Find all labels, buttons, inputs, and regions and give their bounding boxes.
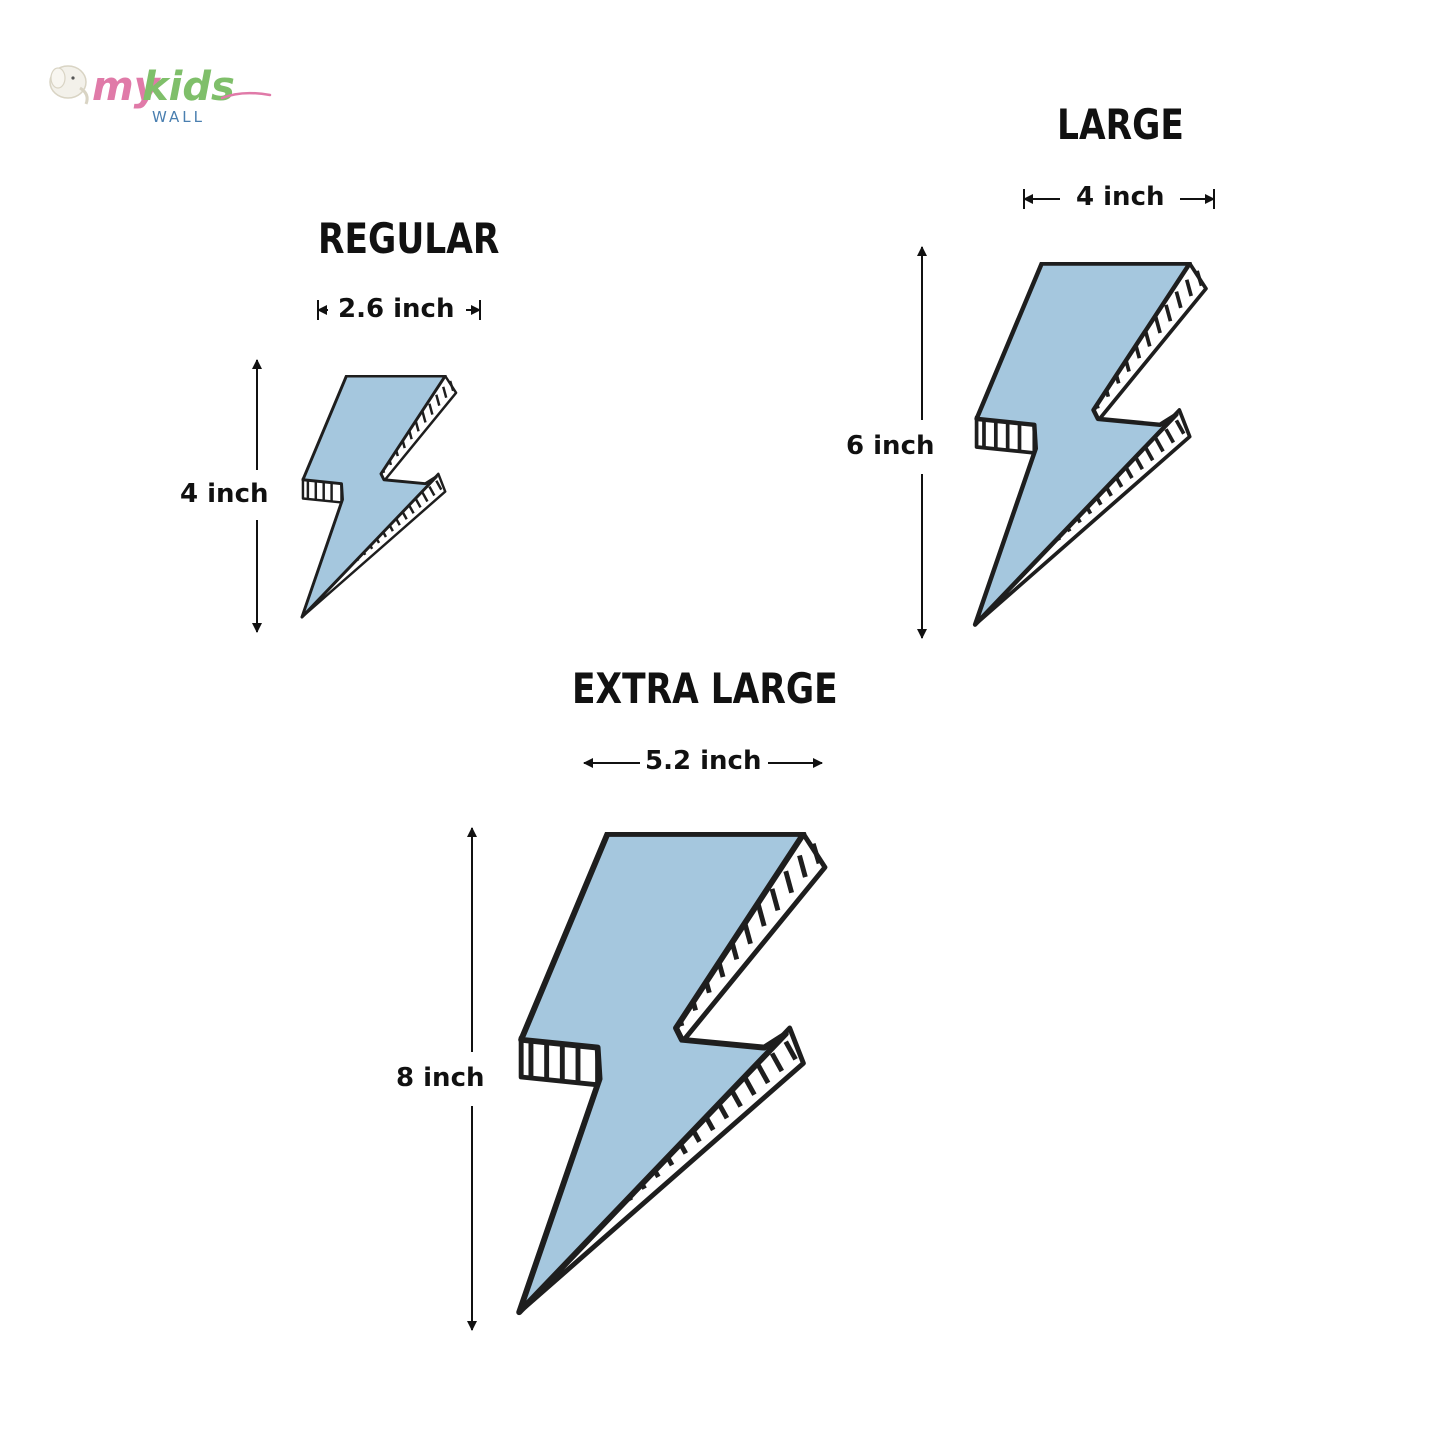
regular-width-arrow	[317, 300, 481, 320]
logo-word-kids: kids	[142, 64, 235, 110]
extra-large-width-label: 5.2 inch	[645, 746, 762, 776]
large-width-arrow	[1023, 189, 1215, 209]
regular-width-label: 2.6 inch	[338, 294, 455, 324]
large-height-label: 6 inch	[846, 431, 935, 461]
large-size-title: LARGE	[1057, 100, 1184, 149]
extra-large-height-label: 8 inch	[396, 1063, 485, 1093]
my-kids-wall-logo: my kids WALL	[49, 64, 272, 126]
large-lightning-bolt-icon	[975, 263, 1206, 624]
elephant-icon	[49, 65, 89, 105]
extra-large-size-title: EXTRA LARGE	[572, 664, 838, 713]
extra-large-lightning-bolt-icon	[519, 834, 825, 1312]
regular-size-title: REGULAR	[318, 214, 500, 263]
logo-word-wall: WALL	[152, 108, 205, 126]
regular-lightning-bolt-icon	[300, 375, 458, 619]
large-width-label: 4 inch	[1076, 182, 1165, 212]
regular-height-label: 4 inch	[180, 479, 269, 509]
logo-word-my: my	[92, 64, 162, 110]
